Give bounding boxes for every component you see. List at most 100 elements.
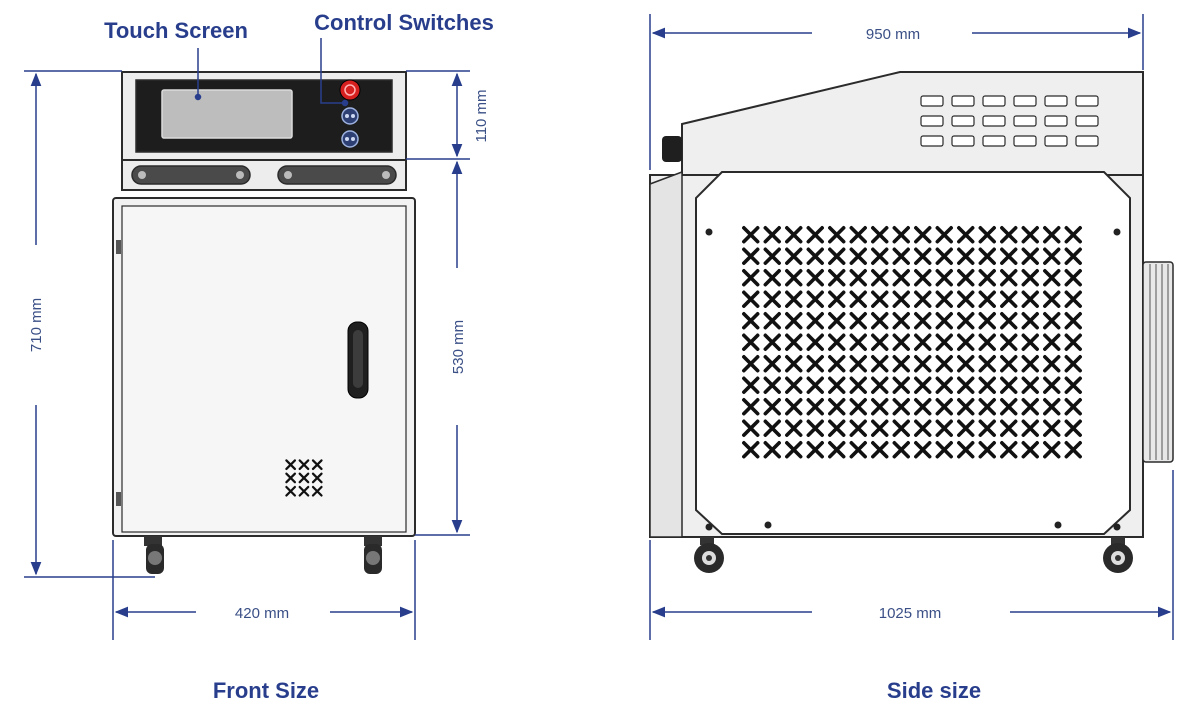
panel-screw — [1054, 521, 1062, 529]
vent-hole — [763, 312, 781, 330]
vent-hole — [742, 290, 760, 308]
vent-hole — [871, 333, 889, 351]
vent-hole — [742, 247, 760, 265]
vent-hole — [849, 269, 867, 287]
front-handle-left — [131, 165, 251, 185]
vent-hole — [742, 355, 760, 373]
front-view — [112, 71, 416, 574]
vent-hole — [849, 441, 867, 459]
vent-hole — [871, 226, 889, 244]
vent-hole — [957, 269, 975, 287]
vent-hole — [871, 312, 889, 330]
vent-slot — [920, 95, 944, 107]
vent-hole — [1064, 441, 1082, 459]
vent-hole — [763, 333, 781, 351]
vent-hole — [1021, 398, 1039, 416]
vent-slot — [1075, 95, 1099, 107]
front-caster-right — [364, 536, 382, 574]
vent-hole — [1021, 312, 1039, 330]
vent-hole — [1000, 398, 1018, 416]
vent-hole — [871, 247, 889, 265]
vent-slot — [1013, 115, 1037, 127]
vent-hole — [957, 333, 975, 351]
vent-hole — [806, 441, 824, 459]
control-switch-lower — [341, 130, 359, 148]
vent-hole — [311, 459, 323, 471]
vent-slot — [951, 95, 975, 107]
vent-hole — [957, 312, 975, 330]
vent-hole — [785, 376, 803, 394]
vent-hole — [892, 355, 910, 373]
vent-hole — [935, 290, 953, 308]
vent-hole — [1000, 290, 1018, 308]
vent-hole — [1021, 226, 1039, 244]
vent-hole — [957, 290, 975, 308]
vent-hole — [742, 269, 760, 287]
vent-hole — [849, 226, 867, 244]
vent-hole — [1064, 247, 1082, 265]
vent-hole — [849, 247, 867, 265]
vent-slot — [1075, 135, 1099, 147]
vent-slot — [951, 135, 975, 147]
vent-hole — [285, 472, 297, 484]
vent-hole — [957, 376, 975, 394]
vent-hole — [957, 226, 975, 244]
vent-hole — [806, 226, 824, 244]
vent-hole — [1021, 333, 1039, 351]
side-access-panel — [695, 171, 1131, 535]
vent-hole — [849, 333, 867, 351]
vent-hole — [935, 398, 953, 416]
vent-hole — [298, 459, 310, 471]
vent-hole — [957, 398, 975, 416]
vent-hole — [785, 419, 803, 437]
vent-hole — [1000, 419, 1018, 437]
vent-hole — [742, 376, 760, 394]
vent-hole — [978, 441, 996, 459]
rear-fan-housing — [1142, 261, 1174, 463]
vent-hole — [978, 333, 996, 351]
vent-hole — [935, 247, 953, 265]
door-hinge-bottom — [116, 492, 121, 506]
vent-hole — [871, 290, 889, 308]
side-front-edge — [649, 170, 683, 538]
vent-slot — [982, 95, 1006, 107]
vent-hole — [1064, 226, 1082, 244]
vent-hole — [763, 376, 781, 394]
vent-hole — [785, 398, 803, 416]
vent-hole — [1021, 290, 1039, 308]
vent-hole — [298, 472, 310, 484]
vent-hole — [978, 376, 996, 394]
side-knob — [662, 136, 682, 162]
front-vent-pattern — [285, 459, 323, 497]
vent-hole — [806, 398, 824, 416]
callout-leaders — [194, 38, 349, 107]
vent-hole — [828, 376, 846, 394]
front-width-label: 420 mm — [235, 605, 289, 622]
vent-hole — [311, 472, 323, 484]
vent-hole — [785, 290, 803, 308]
vent-hole — [1043, 398, 1061, 416]
vent-hole — [892, 269, 910, 287]
vent-hole — [828, 333, 846, 351]
vent-hole — [892, 441, 910, 459]
vent-hole — [1064, 312, 1082, 330]
vent-hole — [871, 355, 889, 373]
vent-hole — [828, 269, 846, 287]
vent-hole — [935, 441, 953, 459]
vent-hole — [806, 376, 824, 394]
vent-hole — [785, 226, 803, 244]
vent-hole — [763, 441, 781, 459]
vent-hole — [1064, 376, 1082, 394]
vent-hole — [828, 355, 846, 373]
vent-hole — [285, 459, 297, 471]
vent-hole — [763, 269, 781, 287]
front-dimensions — [24, 70, 470, 640]
vent-hole — [849, 355, 867, 373]
vent-hole — [978, 355, 996, 373]
vent-hole — [828, 312, 846, 330]
vent-hole — [1064, 419, 1082, 437]
vent-hole — [806, 290, 824, 308]
vent-hole — [806, 333, 824, 351]
vent-hole — [742, 419, 760, 437]
